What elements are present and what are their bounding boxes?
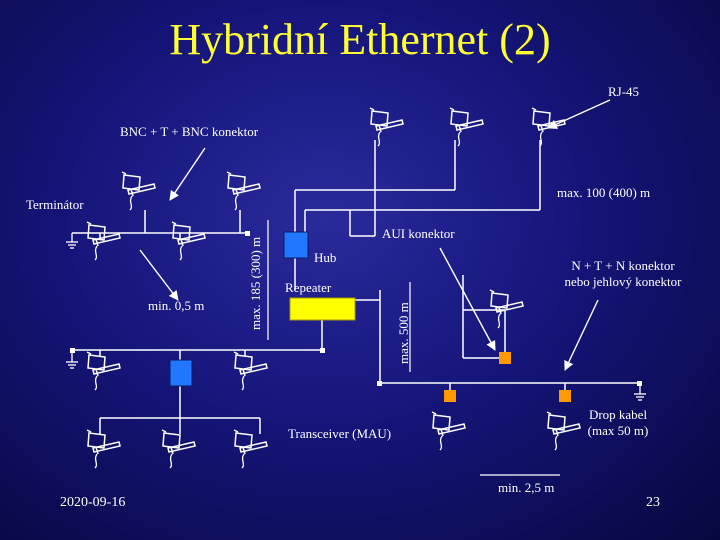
computer-icon (86, 107, 581, 469)
label-ntn-line2: nebo jehlový konektor (564, 274, 682, 289)
label-drop-cable: Drop kabel (max 50 m) (578, 407, 658, 439)
hub-device-lower (169, 359, 193, 387)
transceiver-box (444, 390, 456, 402)
dimension-lines (267, 220, 560, 476)
connector-dots (70, 231, 642, 386)
label-min-05: min. 0,5 m (148, 298, 205, 313)
slide-title: Hybridní Ethernet (2) (169, 15, 551, 64)
bus-cables (72, 140, 640, 434)
label-max-100: max. 100 (400) m (557, 185, 651, 200)
label-terminator: Terminátor (26, 197, 84, 212)
label-drop-line2: (max 50 m) (587, 423, 649, 438)
label-drop-line1: Drop kabel (588, 407, 648, 422)
slide-page-number: 23 (646, 495, 660, 510)
label-max-500: max. 500 m (396, 302, 411, 364)
transceiver-box (559, 390, 571, 402)
label-repeater: Repeater (285, 280, 332, 295)
label-hub: Hub (314, 250, 337, 265)
label-ntn-line1: N + T + N konektor (571, 258, 675, 273)
repeater-device (289, 297, 356, 321)
slide-date: 2020-09-16 (60, 495, 126, 510)
transceiver-box (499, 352, 511, 364)
label-rj45: RJ-45 (608, 84, 640, 99)
label-ntn-connector: N + T + N konektor nebo jehlový konektor (548, 258, 698, 290)
label-bnc-connector: BNC + T + BNC konektor (120, 124, 259, 139)
hub-device (283, 231, 309, 259)
label-aui-connector: AUI konektor (382, 226, 455, 241)
label-transceiver: Transceiver (MAU) (288, 426, 392, 441)
pointer-arrows (139, 99, 611, 371)
label-min-25: min. 2,5 m (498, 480, 555, 495)
label-max-185: max. 185 (300) m (248, 236, 263, 330)
